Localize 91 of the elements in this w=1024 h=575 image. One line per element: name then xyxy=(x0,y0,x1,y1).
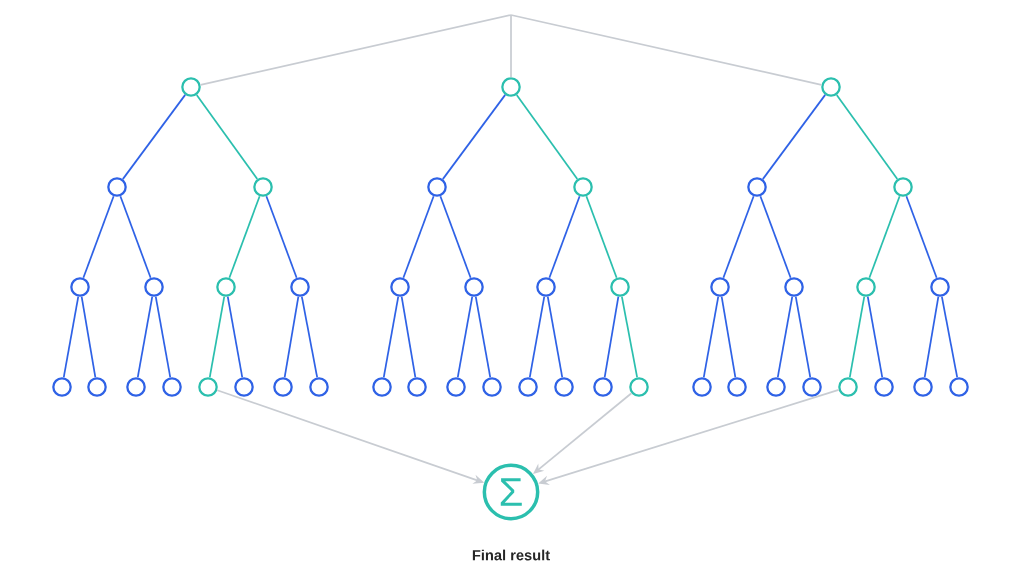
connector-line xyxy=(510,14,512,79)
tree-node xyxy=(181,77,201,97)
connector-line xyxy=(195,94,259,180)
tree-node xyxy=(87,377,107,397)
tree-node xyxy=(949,377,969,397)
connector-line xyxy=(866,295,884,379)
tree-node xyxy=(838,377,858,397)
tree-node xyxy=(234,377,254,397)
connector-line xyxy=(199,14,512,86)
tree-node xyxy=(766,377,786,397)
connector-line xyxy=(794,295,812,379)
tree-node xyxy=(390,277,410,297)
tree-node xyxy=(893,177,913,197)
tree-node xyxy=(802,377,822,397)
tree-node xyxy=(727,377,747,397)
connector-line xyxy=(265,195,298,279)
connector-line xyxy=(300,295,319,379)
connector-line xyxy=(283,295,300,379)
tree-node xyxy=(446,377,466,397)
tree-node xyxy=(913,377,933,397)
connector-line xyxy=(548,195,581,279)
tree-node xyxy=(162,377,182,397)
tree-node xyxy=(52,377,72,397)
tree-node xyxy=(126,377,146,397)
tree-node xyxy=(144,277,164,297)
tree-node xyxy=(216,277,236,297)
tree-node xyxy=(874,377,894,397)
connector-line xyxy=(400,295,417,379)
connector-line xyxy=(456,295,474,379)
connector-line xyxy=(761,94,827,180)
connector-line xyxy=(546,295,564,379)
connector-line xyxy=(208,295,226,379)
tree-node xyxy=(573,177,593,197)
connector-line xyxy=(702,295,720,379)
connector-line xyxy=(776,295,794,379)
tree-node xyxy=(372,377,392,397)
tree-node xyxy=(407,377,427,397)
tree-node xyxy=(501,77,521,97)
tree-node xyxy=(747,177,767,197)
connector-line xyxy=(848,295,866,379)
tree-node xyxy=(290,277,310,297)
connector-line xyxy=(585,195,618,279)
node-label: Final result xyxy=(472,549,550,561)
tree-node xyxy=(593,377,613,397)
connector-line xyxy=(474,295,492,379)
tree-node xyxy=(536,277,556,297)
connector-line xyxy=(382,295,400,379)
tree-node xyxy=(464,277,484,297)
tree-node xyxy=(198,377,218,397)
connector-line xyxy=(441,94,507,180)
connector-line xyxy=(722,195,755,279)
tree-node xyxy=(610,277,630,297)
tree-node xyxy=(273,377,293,397)
tree-node xyxy=(856,277,876,297)
connector-line xyxy=(940,295,959,379)
connector-line xyxy=(136,295,154,379)
connector-line xyxy=(905,195,938,279)
connector-line xyxy=(154,295,172,379)
connector-line xyxy=(528,295,546,379)
tree-node xyxy=(821,77,841,97)
tree-node xyxy=(518,377,538,397)
connector-line xyxy=(868,195,901,279)
tree-node xyxy=(692,377,712,397)
tree-node xyxy=(710,277,730,297)
connector-line xyxy=(82,195,115,279)
connector-line xyxy=(119,195,152,279)
connector-line xyxy=(402,195,435,279)
connector-line xyxy=(62,295,80,379)
connector-line xyxy=(759,195,792,279)
connector-line xyxy=(510,14,823,86)
connector-line xyxy=(720,295,737,379)
connector-line xyxy=(835,94,899,180)
tree-node xyxy=(70,277,90,297)
connector-line xyxy=(603,295,620,379)
connector-line xyxy=(515,94,579,180)
tree-node xyxy=(784,277,804,297)
tree-node xyxy=(309,377,329,397)
tree-node xyxy=(253,177,273,197)
connector-line xyxy=(80,295,97,379)
tree-node xyxy=(482,377,502,397)
tree-node xyxy=(427,177,447,197)
tree-node xyxy=(629,377,649,397)
tree-node xyxy=(107,177,127,197)
tree-node xyxy=(930,277,950,297)
connector-line xyxy=(923,295,940,379)
tree-node xyxy=(554,377,574,397)
connector-line xyxy=(620,295,639,379)
connector-line xyxy=(226,295,244,379)
connector-line xyxy=(121,94,187,180)
connector-line xyxy=(439,195,472,279)
connector-line xyxy=(228,195,261,279)
